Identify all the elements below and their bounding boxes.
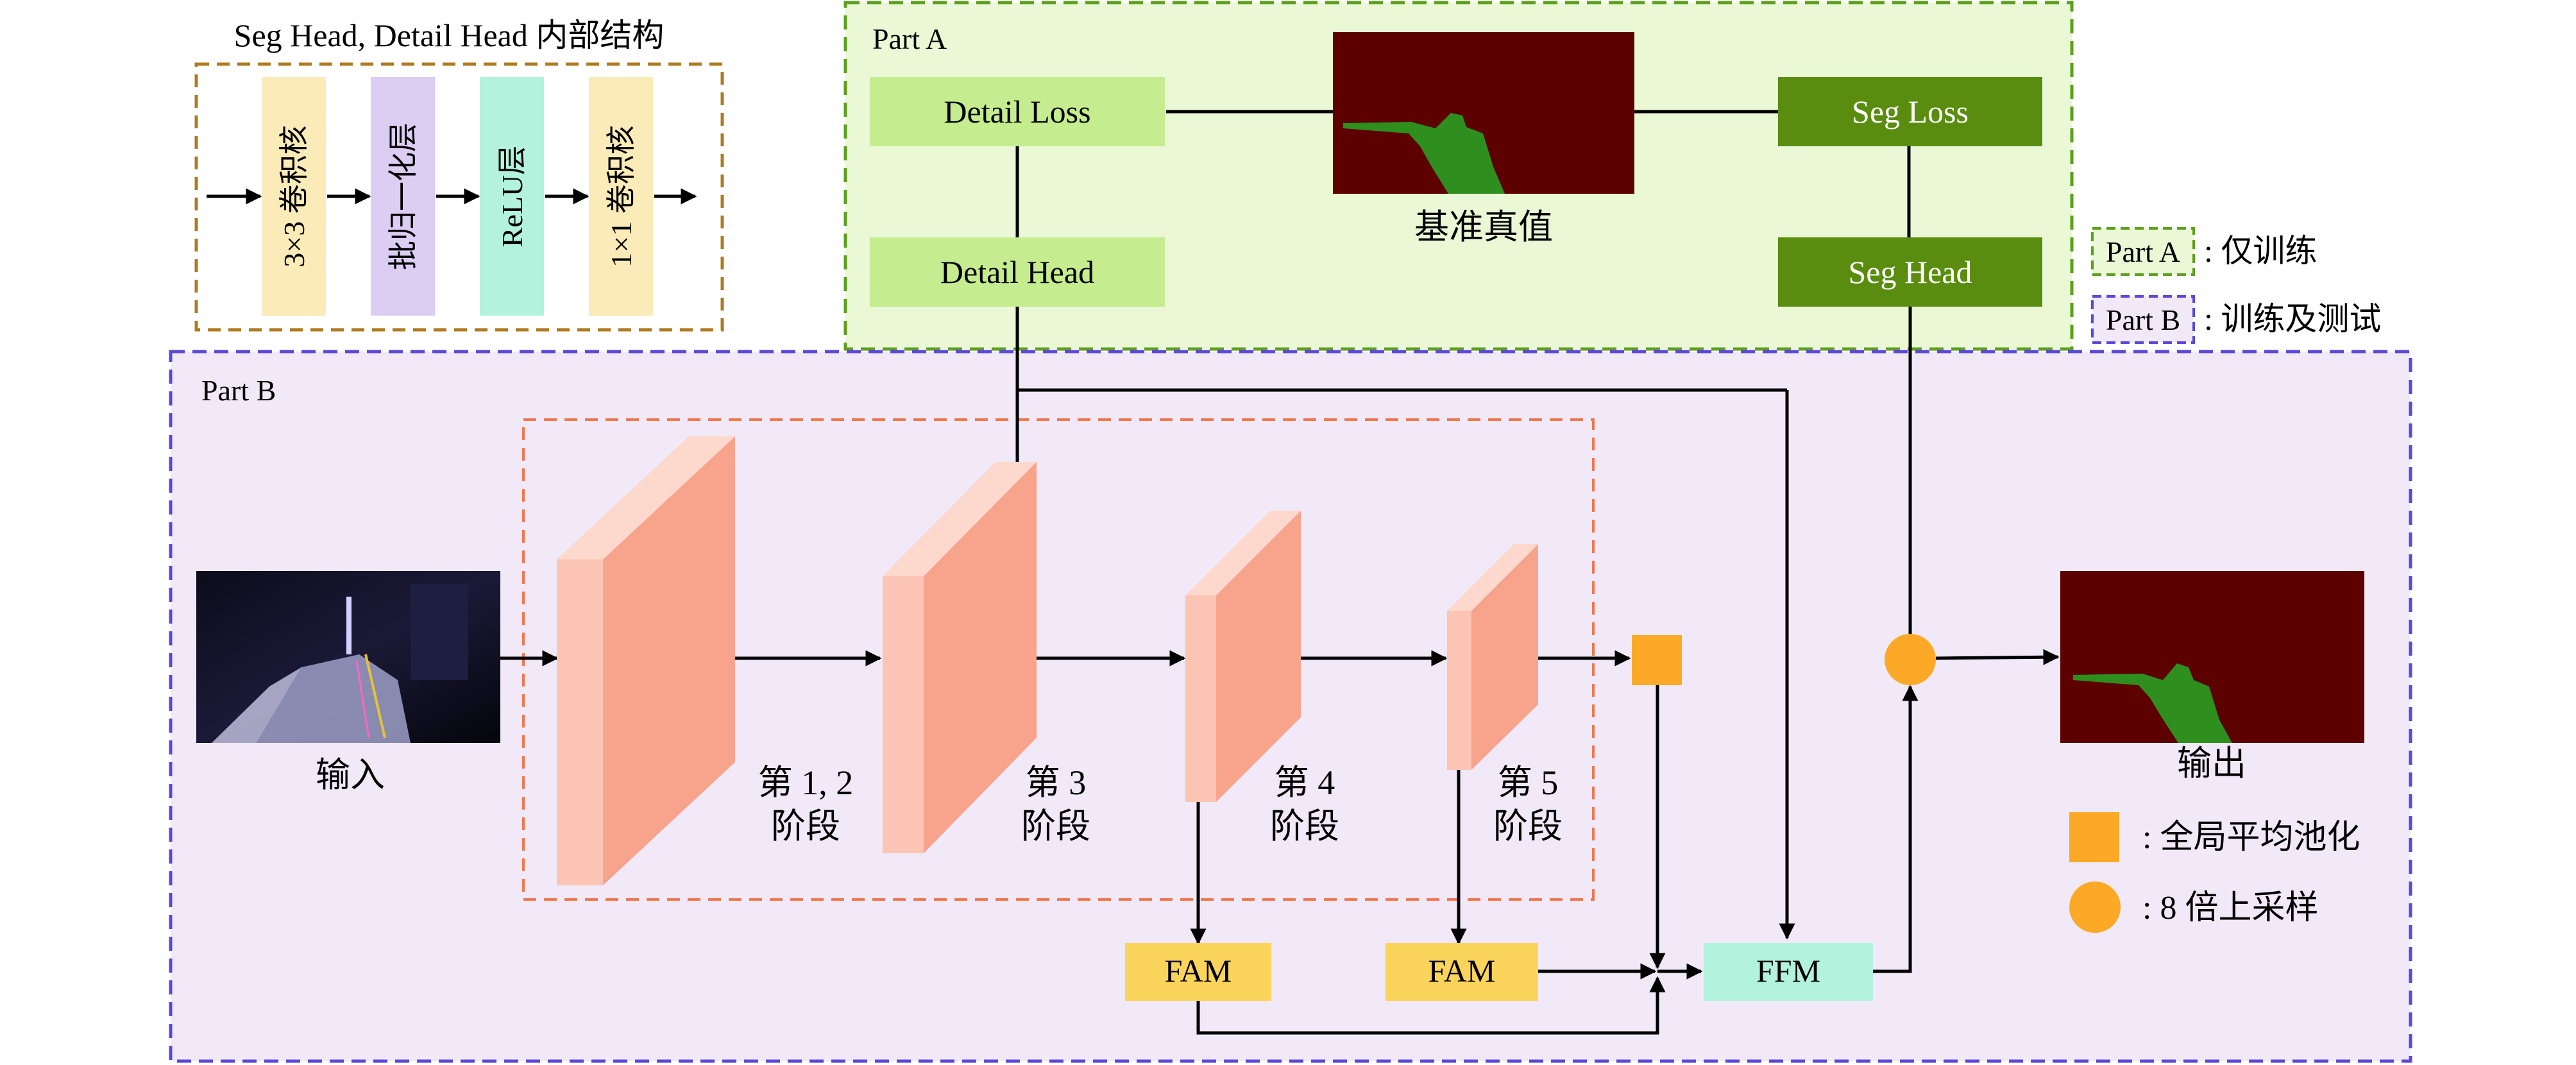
- seg-loss-box: [1778, 77, 2042, 146]
- stage-5-label-1: 第 5: [1498, 763, 1559, 802]
- stage-1-2-block: [557, 436, 735, 885]
- gap-legend-square: [2069, 812, 2119, 862]
- upsample-legend-desc: : 8 倍上采样: [2142, 890, 2318, 926]
- part-a-tag: Part A: [2106, 235, 2180, 268]
- stage-4-block: [1185, 511, 1301, 802]
- ground-truth-label: 基准真值: [1414, 208, 1553, 246]
- stage-1-2-label-2: 阶段: [771, 807, 840, 846]
- stage-4-label-1: 第 4: [1275, 763, 1335, 802]
- detail-loss-box: [870, 77, 1165, 146]
- seg-head-box: [1778, 237, 2042, 307]
- output-image: [2060, 571, 2364, 743]
- conv1-label: 1×1 卷积核: [605, 125, 638, 267]
- stage-5-label-2: 阶段: [1493, 807, 1563, 846]
- gap-square: [1632, 635, 1682, 685]
- part-a-contents: Detail Loss Detail Head Seg Loss Seg Hea…: [870, 32, 2042, 307]
- bn-block: [371, 77, 435, 316]
- detail-loss-label: Detail Loss: [944, 94, 1090, 130]
- conv1-block: [589, 77, 653, 316]
- part-a-title: Part A: [872, 22, 947, 55]
- stage-5-block: [1447, 544, 1538, 770]
- seg-loss-label: Seg Loss: [1852, 94, 1969, 130]
- ground-truth-image: [1333, 32, 1634, 194]
- fam-2-label: FAM: [1428, 953, 1496, 989]
- part-a-tag-box: [2091, 227, 2195, 276]
- ffm-to-upsample-line: [1873, 685, 1919, 973]
- part-a-desc: : 仅训练: [2204, 233, 2317, 269]
- seg-head-label: Seg Head: [1849, 254, 1972, 290]
- stage-3-label-2: 阶段: [1021, 807, 1090, 846]
- stage-3-label-1: 第 3: [1026, 763, 1087, 802]
- stage-labels: 第 1, 2 阶段 第 3 阶段 第 4 阶段 第 5 阶段: [758, 763, 1563, 846]
- output-label: 输出: [2177, 744, 2246, 783]
- conv3-block: [262, 77, 326, 316]
- conv3-label: 3×3 卷积核: [278, 125, 310, 267]
- detail-head-box: [870, 237, 1165, 307]
- ffm-block: FFM: [1704, 943, 1873, 1001]
- relu-block: [480, 77, 544, 316]
- relu-label: ReLU层: [496, 146, 529, 247]
- detail-head-label: Detail Head: [940, 254, 1094, 290]
- part-b-tag: Part B: [2106, 303, 2180, 336]
- fam-2: FAM: [1385, 943, 1538, 1001]
- part-b-desc: : 训练及测试: [2204, 301, 2381, 337]
- stage-1-2-label-1: 第 1, 2: [758, 763, 854, 802]
- fam-1-label: FAM: [1165, 953, 1232, 989]
- part-b-tag-box: [2091, 295, 2195, 344]
- fam1-loop-line: [1196, 976, 1666, 1035]
- right-legend: Part A : 仅训练 Part B : 训练及测试 : 全局平均池化 : 8…: [2069, 227, 2381, 933]
- part-b-connections: [500, 307, 2060, 1035]
- input-image: [196, 571, 500, 743]
- ffm-label: FFM: [1756, 953, 1820, 989]
- head-structure-legend: Seg Head, Detail Head 内部结构 3×3 卷积核 批归一化层…: [194, 17, 724, 332]
- head-structure-title: Seg Head, Detail Head 内部结构: [234, 17, 665, 53]
- upsample-circle: [1885, 634, 1936, 685]
- part-b-title: Part B: [201, 374, 276, 407]
- gap-legend-desc: : 全局平均池化: [2142, 819, 2360, 856]
- stage-3-block: [883, 462, 1037, 853]
- input-label: 输入: [316, 756, 385, 794]
- bn-label: 批归一化层: [387, 123, 419, 270]
- fam-1: FAM: [1125, 943, 1271, 1001]
- upsample-to-output-arrow: [1935, 649, 2060, 665]
- stage-4-label-2: 阶段: [1270, 807, 1339, 846]
- upsample-legend-circle: [2069, 882, 2121, 933]
